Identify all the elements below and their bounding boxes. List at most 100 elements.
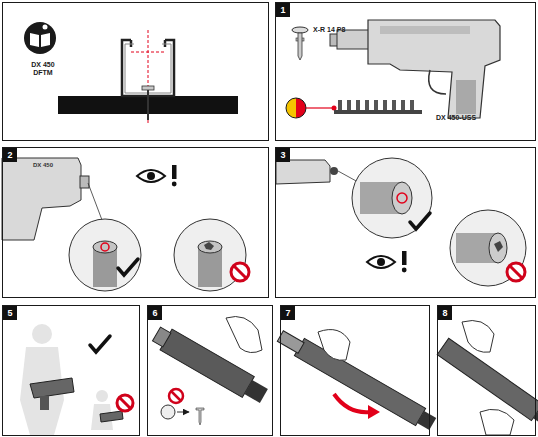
- red-half: [296, 98, 306, 118]
- panel-label: DX 450 DFTM: [24, 61, 62, 77]
- strip-band: [334, 110, 422, 114]
- step-number: 6: [148, 306, 162, 320]
- panel-label: DX 450: [33, 162, 73, 169]
- exclamation-bar: [402, 251, 407, 265]
- lens: [352, 158, 432, 238]
- prohibition-sign: [507, 263, 525, 281]
- instruction-panel: 7: [280, 305, 430, 436]
- manual-icon: [24, 22, 56, 54]
- cartridge: [374, 100, 378, 110]
- fastening-tool: [275, 327, 437, 432]
- hand: [462, 321, 494, 353]
- nozzle-end: [392, 182, 412, 214]
- tool-end: [153, 327, 171, 347]
- tool-extension: [277, 331, 304, 353]
- leader-dot: [332, 106, 337, 111]
- step-number: 8: [438, 306, 452, 320]
- cartridges: [338, 100, 414, 110]
- direction-arrow: [177, 412, 189, 413]
- lens: [450, 210, 526, 286]
- instruction-panel: 5: [2, 305, 140, 436]
- prohibition-sign: [169, 389, 183, 403]
- tool-body: [276, 160, 330, 184]
- leader-line: [88, 183, 102, 220]
- book-symbol: [30, 33, 50, 47]
- lens: [69, 219, 141, 291]
- cartridge: [401, 100, 405, 110]
- zoom-lens-bad: [450, 210, 526, 286]
- instruction-panel: 8: [437, 305, 536, 436]
- color-code: [286, 98, 306, 118]
- adult-silhouette: [20, 324, 64, 435]
- child-silhouette: [91, 390, 113, 430]
- nail-icon: [196, 408, 204, 425]
- nozzle-end: [93, 241, 117, 253]
- eye-pupil: [377, 258, 385, 266]
- reader-head: [43, 25, 48, 30]
- zoom-lens-ok: [352, 158, 432, 238]
- tool-grip: [40, 396, 49, 410]
- leader-line: [306, 107, 334, 108]
- tool-nozzle: [80, 176, 89, 188]
- tool-body: [30, 378, 74, 398]
- tool-body: [100, 411, 123, 422]
- check-mark: [90, 336, 110, 352]
- prohibition-bar: [234, 266, 246, 278]
- bore-ring: [397, 193, 407, 203]
- tool-nozzle: [417, 411, 436, 430]
- prohibition-ring: [231, 263, 249, 281]
- cartridge: [365, 100, 369, 110]
- prohibition-bar: [510, 266, 522, 278]
- cartridge: [347, 100, 351, 110]
- prohibition-ring: [169, 389, 183, 403]
- step-number: 2: [3, 148, 17, 162]
- hand: [480, 409, 514, 435]
- instruction-panel: 1X-R 14 P8 DX 450-USS: [275, 2, 536, 141]
- step-number: 7: [281, 306, 295, 320]
- step-number: 5: [3, 306, 17, 320]
- cartridge-strip: [286, 98, 422, 118]
- panel-label: X-R 14 P8: [313, 26, 373, 34]
- tool-body: [2, 158, 81, 240]
- inspect-symbol: [137, 165, 177, 186]
- hand: [226, 317, 262, 353]
- tool-body: [368, 20, 500, 118]
- dimension-line: [131, 52, 165, 53]
- cartridge: [410, 100, 414, 110]
- prohibition-ring: [117, 395, 133, 411]
- panel-label: DX 450-USS: [436, 114, 516, 122]
- tool-stripe: [380, 26, 470, 34]
- eye-symbol: [137, 170, 165, 182]
- fastening-tool: [330, 20, 500, 118]
- step-number: 1: [276, 3, 290, 17]
- trigger-guard: [429, 70, 446, 94]
- exclamation-dot: [172, 182, 177, 187]
- nail-icon: [292, 27, 308, 60]
- check-mark: [118, 259, 138, 275]
- instruction-panel: 2 DX 450: [2, 147, 269, 298]
- motion-arrow: [334, 394, 370, 412]
- hand: [318, 330, 350, 361]
- nozzle-end: [489, 233, 507, 263]
- leader-line: [338, 171, 358, 182]
- nail-shank: [147, 88, 149, 120]
- cartridge: [392, 100, 396, 110]
- prohibition-bar: [120, 398, 130, 408]
- prohibition-sign: [231, 263, 249, 281]
- tool-grip: [456, 80, 476, 114]
- cartridge: [356, 100, 360, 110]
- icon-disc: [24, 22, 56, 54]
- debris: [494, 241, 503, 252]
- exclamation-dot: [402, 268, 407, 273]
- tool-nozzle: [244, 380, 268, 403]
- nail-washer: [142, 86, 154, 90]
- tool-nozzle: [330, 167, 338, 175]
- eye-pupil: [147, 172, 155, 180]
- exclamation-bar: [172, 165, 177, 179]
- cartridge: [383, 100, 387, 110]
- check-mark: [410, 213, 430, 229]
- cartridge: [338, 100, 342, 110]
- prohibition-sign: [117, 395, 133, 411]
